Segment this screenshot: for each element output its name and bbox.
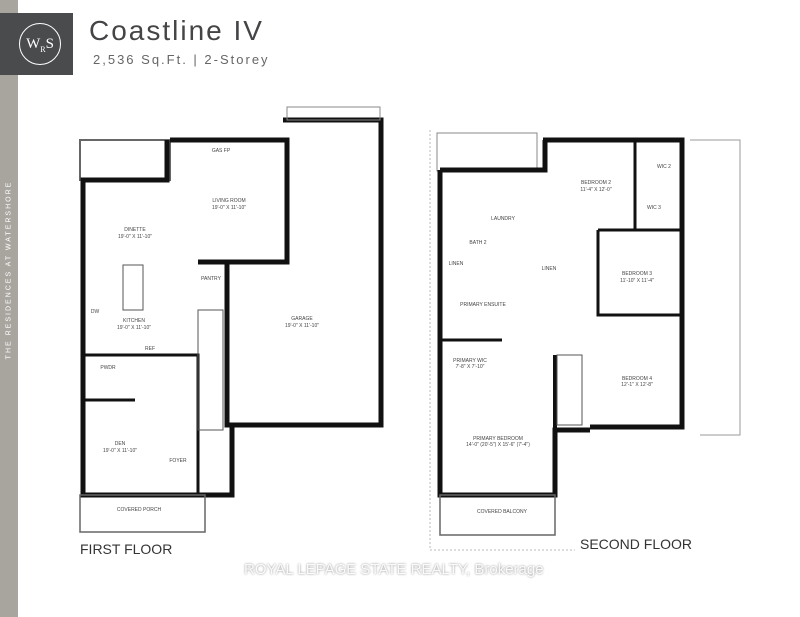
page-title: Coastline IV — [89, 15, 264, 46]
svg-text:BATH 2: BATH 2 — [469, 240, 486, 246]
svg-text:BEDROOM 4: BEDROOM 4 — [622, 376, 652, 382]
svg-text:WIC 3: WIC 3 — [647, 205, 661, 211]
svg-text:PANTRY: PANTRY — [201, 276, 221, 282]
svg-text:19'-0" X 11'-10": 19'-0" X 11'-10" — [118, 234, 152, 240]
svg-text:PRIMARY BEDROOM: PRIMARY BEDROOM — [473, 436, 523, 442]
svg-text:DW: DW — [91, 309, 100, 315]
living-walls — [170, 137, 290, 265]
svg-text:19'-0" X 11'-10": 19'-0" X 11'-10" — [103, 448, 137, 454]
svg-text:LINEN: LINEN — [542, 266, 557, 272]
svg-text:PRIMARY WIC: PRIMARY WIC — [453, 358, 487, 364]
svg-text:COVERED PORCH: COVERED PORCH — [117, 507, 162, 513]
svg-text:PRIMARY ENSUITE: PRIMARY ENSUITE — [460, 302, 506, 308]
svg-text:19'-0" X 11'-10": 19'-0" X 11'-10" — [285, 323, 319, 329]
balcony — [439, 494, 556, 536]
svg-text:WIC 2: WIC 2 — [657, 164, 671, 170]
svg-text:PWDR: PWDR — [100, 365, 116, 371]
svg-text:19'-0" X 11'-10": 19'-0" X 11'-10" — [212, 205, 246, 211]
first-floor-label: FIRST FLOOR — [80, 541, 173, 557]
watermark: ROYAL LEPAGE STATE REALTY, Brokerage — [244, 561, 544, 578]
sidebar-strip: THE RESIDENCES AT WATERSHORE — [0, 0, 18, 617]
svg-text:LINEN: LINEN — [449, 261, 464, 267]
svg-text:FOYER: FOYER — [169, 458, 187, 464]
second-floor-plan — [429, 130, 741, 551]
svg-text:GARAGE: GARAGE — [291, 316, 313, 322]
island — [122, 264, 144, 311]
svg-text:12'-1" X 12'-8": 12'-1" X 12'-8" — [621, 382, 653, 388]
svg-text:KITCHEN: KITCHEN — [123, 318, 145, 324]
svg-text:BEDROOM 2: BEDROOM 2 — [581, 180, 611, 186]
svg-text:7'-8" X 7'-10": 7'-8" X 7'-10" — [456, 364, 485, 370]
room-labels: LIVING ROOM 19'-0" X 11'-10" DINETTE 19'… — [91, 148, 671, 515]
svg-text:BEDROOM 3: BEDROOM 3 — [622, 271, 652, 277]
svg-text:LAUNDRY: LAUNDRY — [491, 216, 515, 222]
svg-text:REF: REF — [145, 346, 155, 352]
svg-text:11'-10" X 11'-4": 11'-10" X 11'-4" — [620, 278, 654, 284]
garage-walls — [224, 117, 384, 428]
second-floor-label: SECOND FLOOR — [580, 536, 693, 552]
stairs — [197, 309, 224, 431]
logo-mark: WRS — [19, 23, 61, 65]
svg-text:11'-4" X 12'-0": 11'-4" X 12'-0" — [580, 187, 611, 193]
svg-text:19'-0" X 11'-10": 19'-0" X 11'-10" — [117, 325, 151, 331]
room-living: LIVING ROOM — [212, 198, 245, 204]
svg-text:DEN: DEN — [115, 441, 126, 447]
deck — [79, 139, 171, 181]
first-floor-plan — [79, 106, 384, 533]
porch — [79, 494, 206, 533]
svg-text:DINETTE: DINETTE — [124, 227, 146, 233]
svg-text:COVERED BALCONY: COVERED BALCONY — [477, 509, 528, 515]
logo: WRS — [0, 13, 73, 75]
svg-text:GAS FP: GAS FP — [212, 148, 231, 154]
svg-text:14'-0" (20'-5") X 15'-6" (7'-4: 14'-0" (20'-5") X 15'-6" (7'-4") — [466, 442, 530, 448]
page-subtitle: 2,536 Sq.Ft. | 2-Storey — [93, 52, 270, 67]
